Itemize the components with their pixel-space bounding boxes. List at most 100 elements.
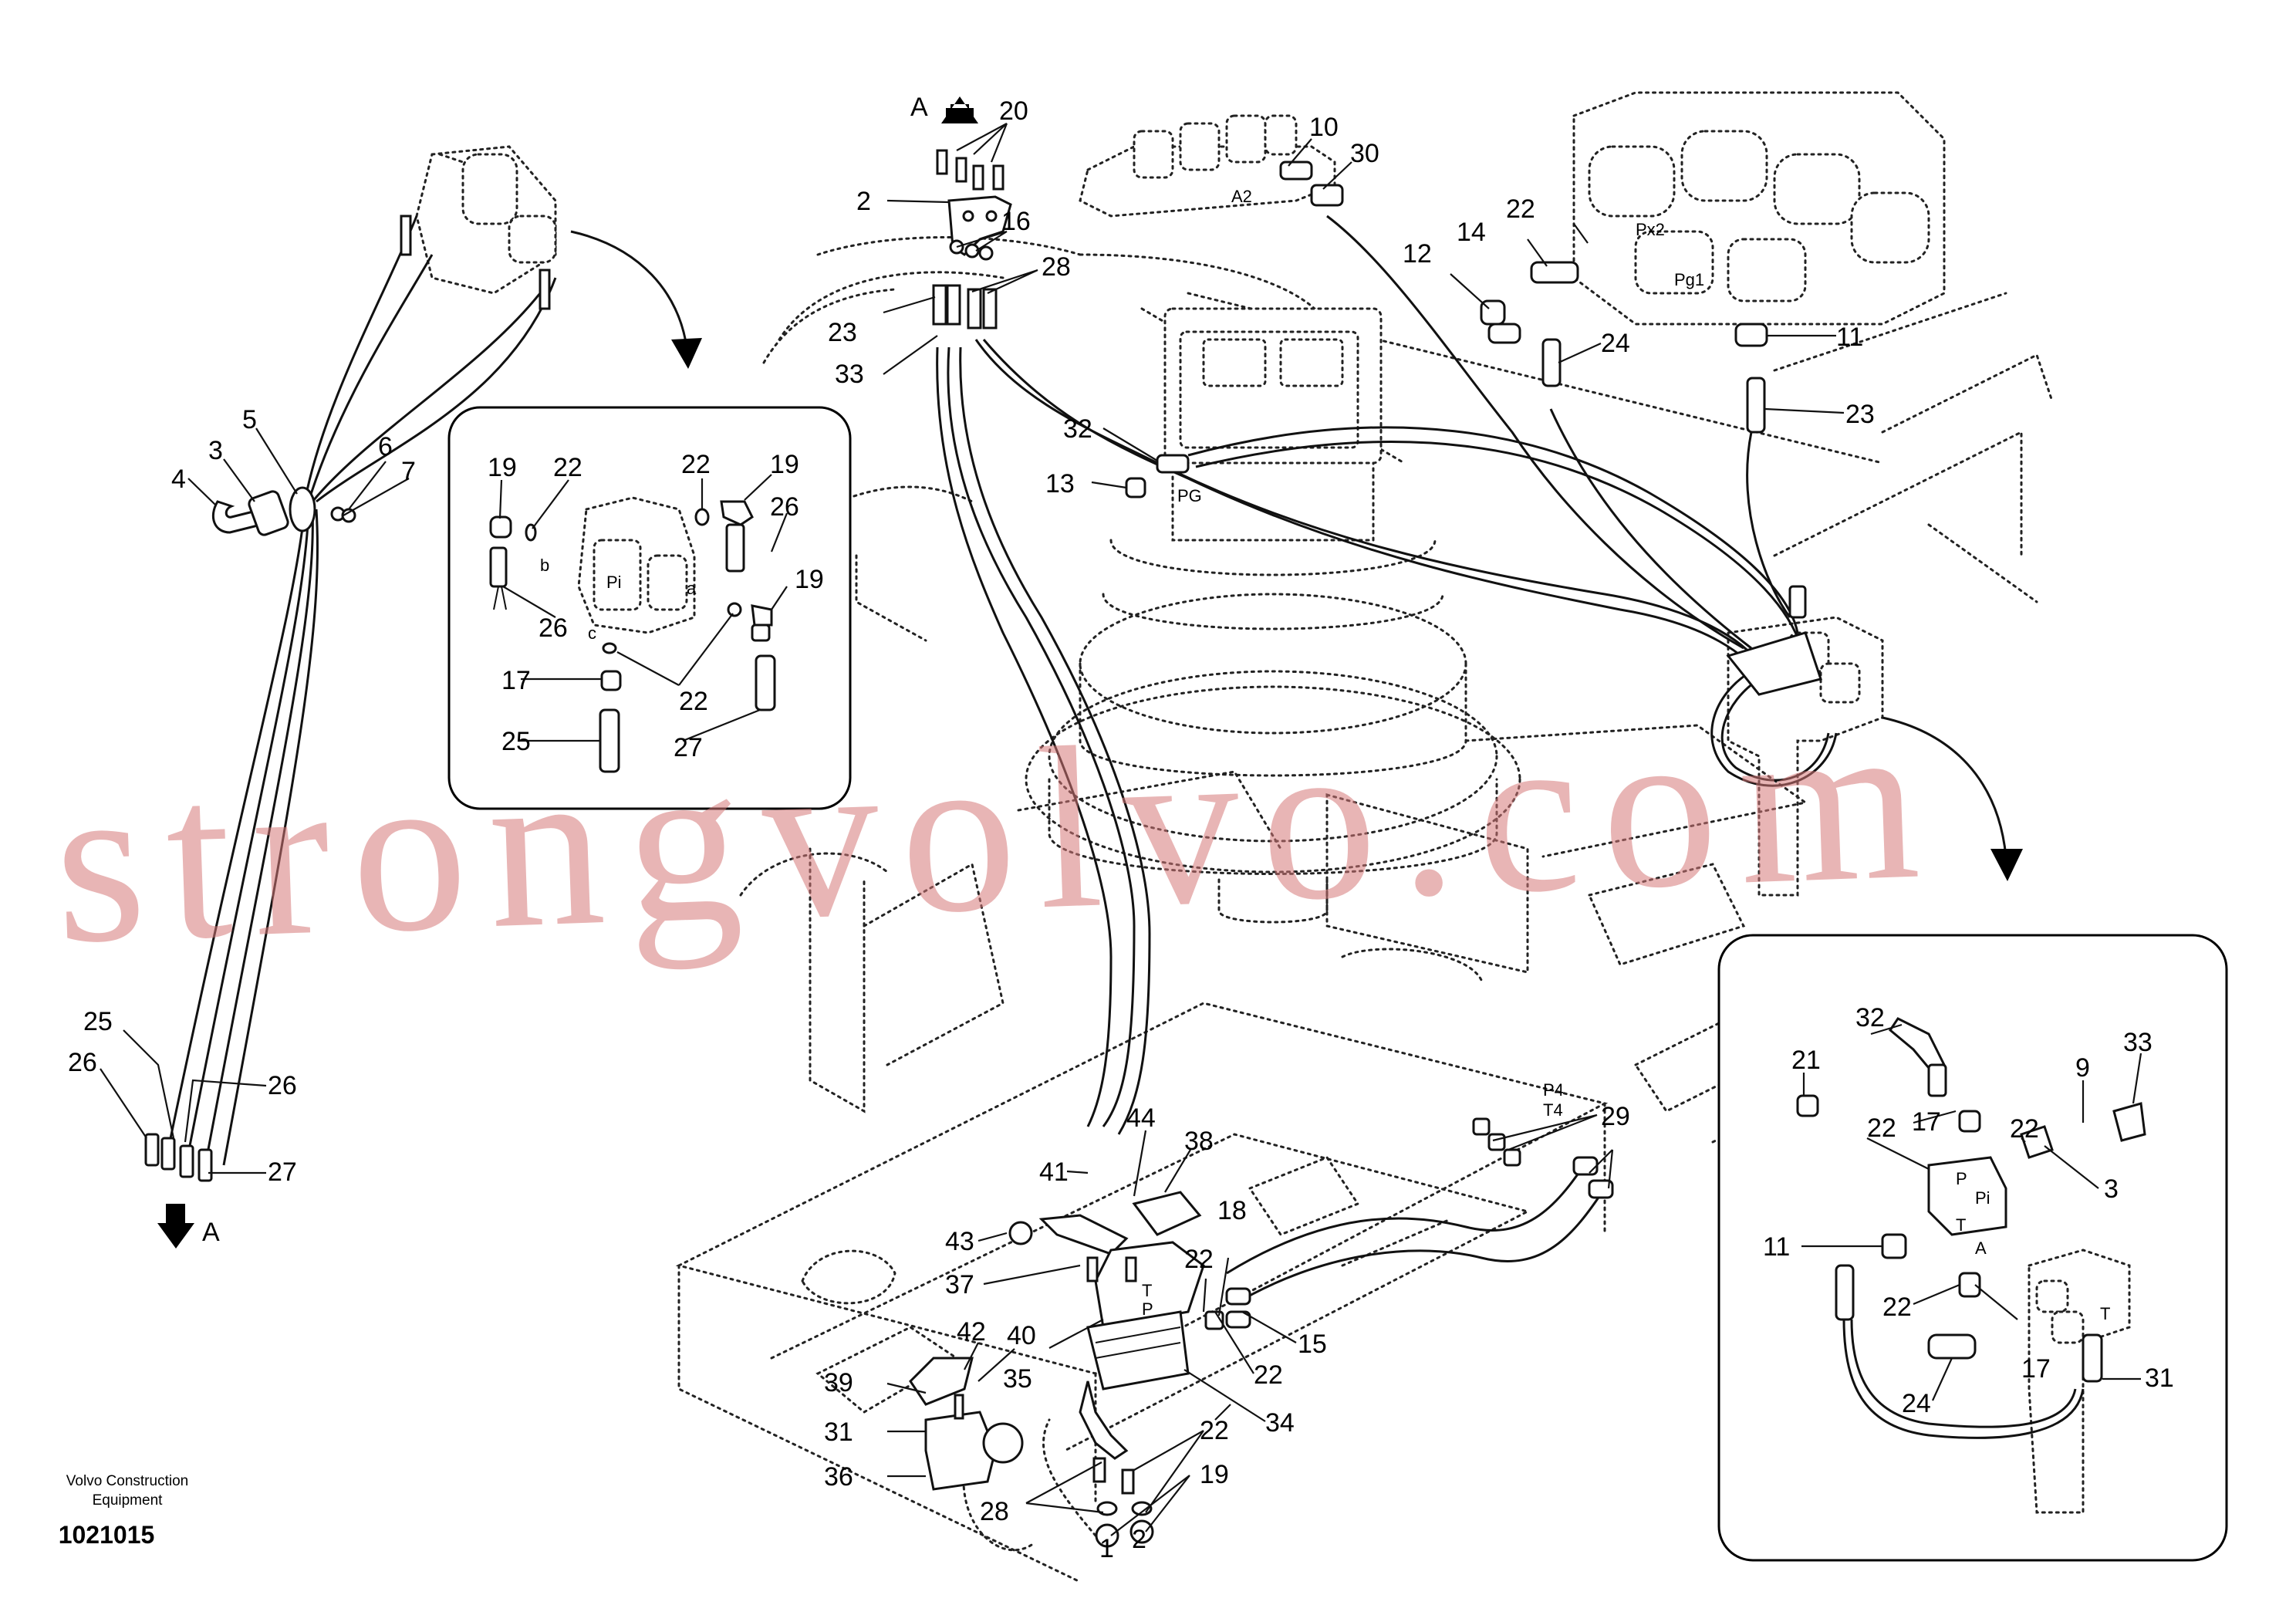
callout-30: 30 xyxy=(1350,139,1379,168)
callout-29: 29 xyxy=(1601,1102,1630,1131)
callout-5: 5 xyxy=(242,405,257,434)
callout-42: 42 xyxy=(957,1317,986,1347)
curved-arrows xyxy=(570,230,2023,881)
callout-6: 6 xyxy=(378,432,393,461)
valve-block-right xyxy=(1572,91,1946,326)
callout-17-inset: 17 xyxy=(501,666,531,695)
callout-22-inset-r-c: 22 xyxy=(1882,1293,1912,1322)
callout-39: 39 xyxy=(824,1368,853,1397)
callout-22-bottom-b: 22 xyxy=(1254,1360,1283,1390)
port-a-small: a xyxy=(687,579,697,598)
callout-27-left: 27 xyxy=(268,1157,297,1187)
inset-frame-left xyxy=(447,406,852,810)
port-b: b xyxy=(540,556,549,575)
callout-32-inset: 32 xyxy=(1855,1003,1885,1032)
callout-40: 40 xyxy=(1007,1321,1036,1350)
port-p-main: P xyxy=(1142,1299,1153,1319)
callout-25-inset: 25 xyxy=(501,727,531,756)
port-t4: T4 xyxy=(1543,1100,1563,1120)
port-c: c xyxy=(588,623,596,643)
callout-22-bottom-c: 22 xyxy=(1184,1245,1214,1274)
callout-26-inset-b: 26 xyxy=(539,613,568,643)
inset-detail-right: P T A Pi T xyxy=(1717,934,2228,1562)
port-t-main: T xyxy=(1142,1281,1152,1300)
callout-28-bottom: 28 xyxy=(980,1497,1009,1526)
callout-17-inset-r-b: 17 xyxy=(2021,1354,2051,1384)
footer: Volvo Construction Equipment 1021015 xyxy=(59,1473,189,1549)
port-t-inset-2: T xyxy=(2100,1304,2110,1323)
port-pi-inset: Pi xyxy=(1975,1188,1990,1208)
callout-23-top: 23 xyxy=(828,318,857,347)
background-machinery xyxy=(675,236,2054,1583)
publisher-line-2: Equipment xyxy=(93,1492,164,1509)
valve-block-left xyxy=(1079,114,1336,218)
port-pg: PG xyxy=(1177,486,1202,505)
callout-21: 21 xyxy=(1791,1046,1821,1075)
swing-motor xyxy=(1025,307,1521,924)
callout-19-inset-b: 19 xyxy=(770,450,799,479)
callout-numbers: 20 2 16 28 23 33 10 30 22 12 14 11 24 23… xyxy=(68,96,2174,1563)
callout-27-inset: 27 xyxy=(674,733,703,762)
callout-35: 35 xyxy=(1003,1364,1032,1394)
pedal-assembly xyxy=(909,1191,1251,1548)
callout-15: 15 xyxy=(1298,1330,1327,1359)
callout-31-main: 31 xyxy=(824,1418,853,1447)
left-harness-parts xyxy=(144,215,551,1182)
port-labels: A2 Px2 Pg1 PG P4 T4 T P xyxy=(1142,187,1704,1319)
callout-22-inset-a: 22 xyxy=(553,453,582,482)
callout-33-inset: 33 xyxy=(2123,1028,2152,1057)
callout-1: 1 xyxy=(1099,1534,1114,1563)
callout-9: 9 xyxy=(2075,1053,2090,1083)
callout-4: 4 xyxy=(171,465,186,494)
hoses xyxy=(168,215,1838,1306)
inset-frame-right xyxy=(1717,934,2228,1562)
port-a2: A2 xyxy=(1231,187,1252,206)
callout-24-top: 24 xyxy=(1601,329,1630,358)
callout-11-inset: 11 xyxy=(1763,1232,1790,1262)
callout-23-right: 23 xyxy=(1845,400,1875,429)
view-arrow-down: A xyxy=(157,1204,220,1249)
callout-16: 16 xyxy=(1001,207,1031,236)
callout-34: 34 xyxy=(1265,1408,1295,1438)
callout-22-inset-r-b: 22 xyxy=(2010,1114,2039,1144)
callout-19-inset-c: 19 xyxy=(795,565,824,594)
arrow-head-left xyxy=(671,338,702,369)
callout-31-inset: 31 xyxy=(2145,1363,2174,1393)
callout-26-left: 26 xyxy=(68,1048,97,1077)
callout-33-top: 33 xyxy=(835,360,864,389)
callout-26-inset-a: 26 xyxy=(770,492,799,522)
callout-44: 44 xyxy=(1126,1103,1156,1133)
port-p-inset: P xyxy=(1956,1169,1967,1188)
port-pg1: Pg1 xyxy=(1674,270,1704,289)
callout-28-top: 28 xyxy=(1042,252,1071,282)
callout-17-inset-r: 17 xyxy=(1912,1107,1941,1137)
callout-18: 18 xyxy=(1217,1196,1247,1225)
callout-26-left-b: 26 xyxy=(268,1071,297,1100)
callout-13: 13 xyxy=(1045,469,1075,498)
port-px2: Px2 xyxy=(1636,220,1665,239)
leader-lines xyxy=(100,123,2142,1536)
callout-2-top: 2 xyxy=(856,187,871,216)
callout-3-inset: 3 xyxy=(2104,1174,2119,1204)
callout-20: 20 xyxy=(999,96,1028,126)
callout-43: 43 xyxy=(945,1227,974,1256)
callout-22-tr: 22 xyxy=(1506,194,1535,224)
view-arrow-up: A xyxy=(910,93,978,123)
callout-32-top: 32 xyxy=(1063,414,1092,444)
arrow-head-right xyxy=(1990,849,2023,881)
callout-2-bottom: 2 xyxy=(1132,1525,1146,1554)
figure-number: 1021015 xyxy=(59,1521,155,1549)
callout-22-inset-b: 22 xyxy=(681,450,711,479)
callout-3-left: 3 xyxy=(208,436,223,465)
callout-22-bottom-a: 22 xyxy=(1200,1416,1229,1445)
callout-22-inset-r-a: 22 xyxy=(1867,1113,1896,1143)
port-a-inset: A xyxy=(1975,1238,1987,1258)
view-label-a-top: A xyxy=(910,93,928,122)
view-label-a-bottom: A xyxy=(202,1218,220,1247)
port-p4: P4 xyxy=(1543,1080,1564,1100)
callout-36: 36 xyxy=(824,1462,853,1492)
callout-22-inset-c: 22 xyxy=(679,687,708,716)
callout-25-left: 25 xyxy=(83,1007,113,1036)
callout-41: 41 xyxy=(1039,1157,1069,1187)
callout-11-top: 11 xyxy=(1836,323,1863,352)
